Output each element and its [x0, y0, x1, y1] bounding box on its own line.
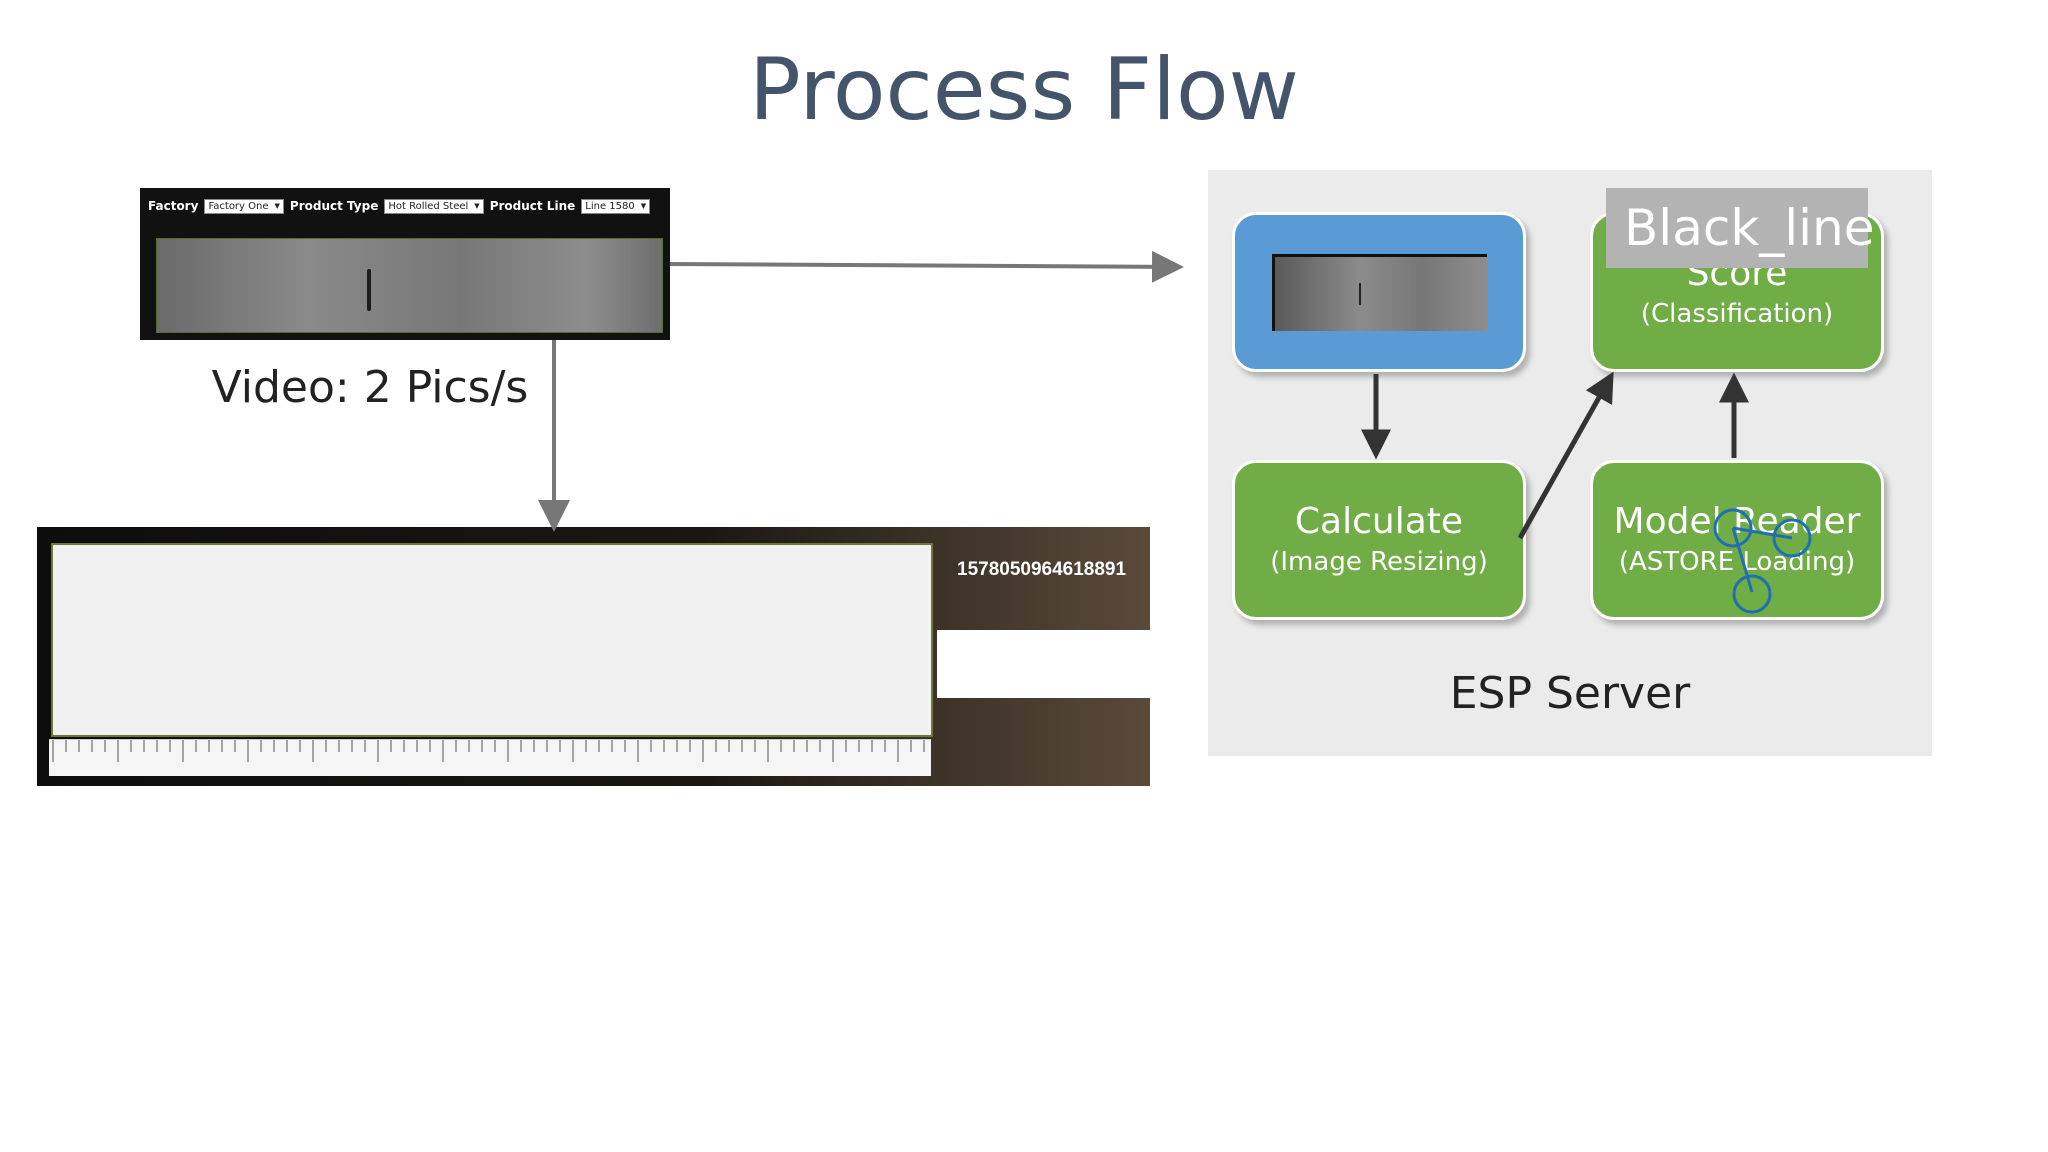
video-panel: Factory Factory One ▼ Product Type Hot R… — [140, 188, 670, 340]
thumbnail-image — [1271, 253, 1487, 331]
steel-strip-image — [156, 238, 663, 333]
calculate-node-subtitle: (Image Resizing) — [1270, 547, 1488, 577]
chevron-down-icon: ▼ — [474, 201, 480, 210]
classification-label-overlay: Black_line — [1606, 188, 1875, 268]
video-toolbar: Factory Factory One ▼ Product Type Hot R… — [148, 198, 651, 214]
arrow-video-to-esp — [669, 250, 1184, 283]
product-type-label: Product Type — [289, 199, 379, 213]
calculate-node-title: Calculate — [1294, 501, 1464, 542]
chevron-down-icon: ▼ — [640, 201, 647, 210]
capture-id: 1578050964618891 — [957, 559, 1127, 580]
model-reader-node-title: Model Reader — [1613, 501, 1861, 542]
ruler — [49, 739, 931, 776]
model-reader-node: Model Reader (ASTORE Loading) — [1590, 460, 1884, 620]
page-title: Process Flow — [749, 40, 1299, 140]
product-type-select[interactable]: Hot Rolled Steel ▼ — [384, 198, 484, 214]
factory-select-value: Factory One — [208, 200, 269, 212]
capture-canvas — [51, 543, 933, 737]
score-node-subtitle: (Classification) — [1640, 299, 1834, 329]
capture-panel: 1578050964618891 — [37, 527, 1150, 786]
arrow-calculate-to-score — [1517, 371, 1614, 540]
video-caption: Video: 2 Pics/s — [211, 362, 529, 413]
molecule-annotation-icon — [1713, 508, 1812, 614]
esp-server-area: Score (Classification) Calculate (Image … — [1208, 170, 1932, 756]
product-line-select-value: Line 1580 — [585, 200, 635, 212]
esp-server-label: ESP Server — [1449, 668, 1691, 719]
image-input-node — [1232, 212, 1526, 372]
factory-label: Factory — [148, 199, 199, 213]
product-type-select-value: Hot Rolled Steel — [388, 200, 469, 212]
capture-gap — [937, 630, 1150, 698]
product-line-select[interactable]: Line 1580 ▼ — [581, 198, 651, 214]
defect-mark — [367, 269, 371, 311]
factory-select[interactable]: Factory One ▼ — [204, 198, 284, 214]
defect-mark — [1358, 282, 1361, 305]
chevron-down-icon: ▼ — [274, 201, 280, 210]
calculate-node: Calculate (Image Resizing) — [1232, 460, 1526, 620]
model-reader-node-subtitle: (ASTORE Loading) — [1618, 547, 1856, 577]
product-line-label: Product Line — [489, 199, 576, 213]
